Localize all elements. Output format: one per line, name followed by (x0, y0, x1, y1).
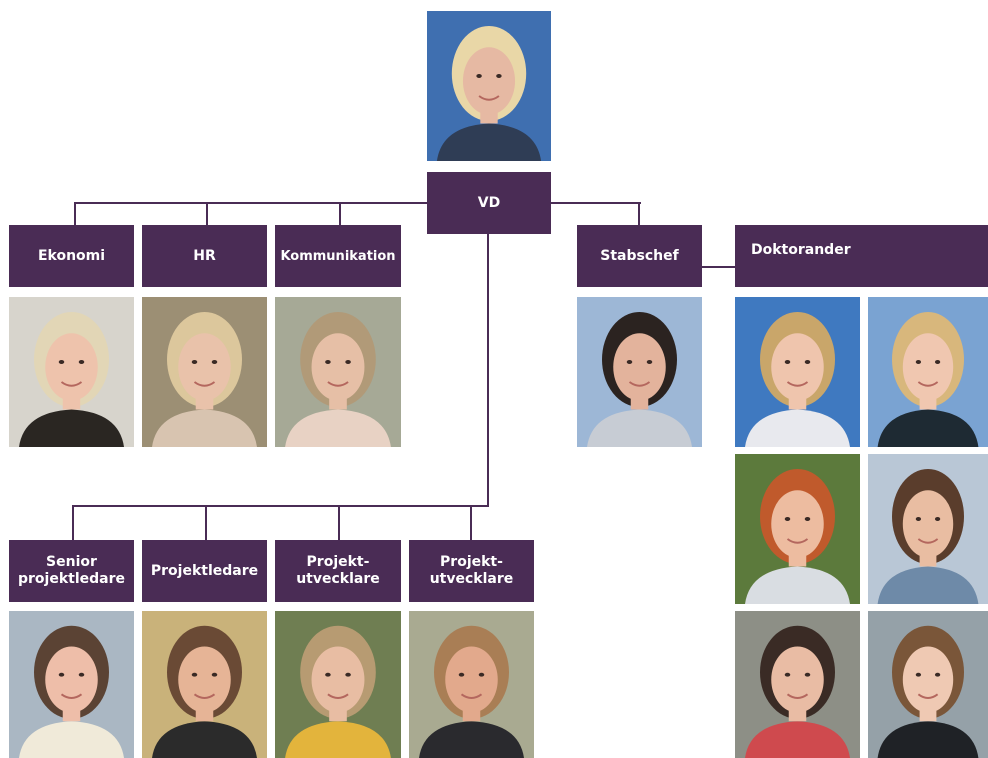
box-projektutvecklare-2: Projekt-utvecklare (409, 540, 534, 602)
box-hr: HR (142, 225, 267, 287)
photo-doktorand-3 (735, 454, 860, 604)
portrait-image (9, 611, 134, 758)
box-kommunikation: Kommunikation (275, 225, 401, 287)
portrait-image (409, 611, 534, 758)
label-senior-line2: projektledare (17, 571, 125, 587)
connector-projektledare (205, 505, 207, 540)
label-vd: VD (477, 194, 501, 211)
portrait-image (427, 11, 551, 161)
label-pu2-line2: utvecklare (429, 571, 514, 587)
portrait-image (275, 611, 401, 758)
connector-pu1 (338, 505, 340, 540)
box-doktorander: Doktorander (735, 225, 988, 287)
connector-hr (206, 202, 208, 226)
photo-projektledare (142, 611, 267, 758)
box-stabschef: Stabschef (577, 225, 702, 287)
photo-doktorand-1 (735, 297, 860, 447)
photo-doktorand-6 (868, 611, 988, 758)
box-projektutvecklare-1: Projekt-utvecklare (275, 540, 401, 602)
portrait-image (868, 297, 988, 447)
label-ekonomi: Ekonomi (37, 247, 106, 264)
box-projektledare: Projektledare (142, 540, 267, 602)
connector-pu2 (470, 505, 472, 540)
photo-kommunikation (275, 297, 401, 447)
photo-hr (142, 297, 267, 447)
label-pu1-line1: Projekt- (306, 554, 370, 570)
portrait-image (735, 454, 860, 604)
connector-bottom-bar (72, 505, 489, 507)
photo-senior-projektledare (9, 611, 134, 758)
box-vd: VD (427, 172, 551, 234)
label-kommunikation: Kommunikation (280, 248, 396, 264)
label-pu1-line2: utvecklare (296, 571, 380, 587)
label-hr: HR (193, 247, 216, 264)
connector-top-bar (74, 202, 428, 204)
photo-projektutvecklare-2 (409, 611, 534, 758)
photo-doktorand-5 (735, 611, 860, 758)
connector-kommunikation (339, 202, 341, 226)
portrait-image (9, 297, 134, 447)
connector-doktorander (702, 266, 735, 268)
portrait-image (142, 611, 267, 758)
portrait-image (275, 297, 401, 447)
label-doktorander: Doktorander (751, 242, 851, 258)
photo-projektutvecklare-1 (275, 611, 401, 758)
label-stabschef: Stabschef (600, 247, 679, 264)
label-senior-line1: Senior (46, 554, 97, 570)
connector-stabschef (638, 202, 640, 226)
photo-ekonomi (9, 297, 134, 447)
photo-stabschef (577, 297, 702, 447)
portrait-image (735, 297, 860, 447)
photo-vd (427, 11, 551, 161)
connector-stab-bar (551, 202, 641, 204)
connector-senior (72, 505, 74, 540)
photo-doktorand-2 (868, 297, 988, 447)
connector-vd-down (487, 234, 489, 507)
portrait-image (868, 454, 988, 604)
portrait-image (868, 611, 988, 758)
connector-ekonomi (74, 202, 76, 226)
box-ekonomi: Ekonomi (9, 225, 134, 287)
portrait-image (735, 611, 860, 758)
label-pu2-line1: Projekt- (440, 554, 503, 570)
label-projektledare: Projektledare (150, 562, 259, 579)
portrait-image (142, 297, 267, 447)
portrait-image (577, 297, 702, 447)
photo-doktorand-4 (868, 454, 988, 604)
